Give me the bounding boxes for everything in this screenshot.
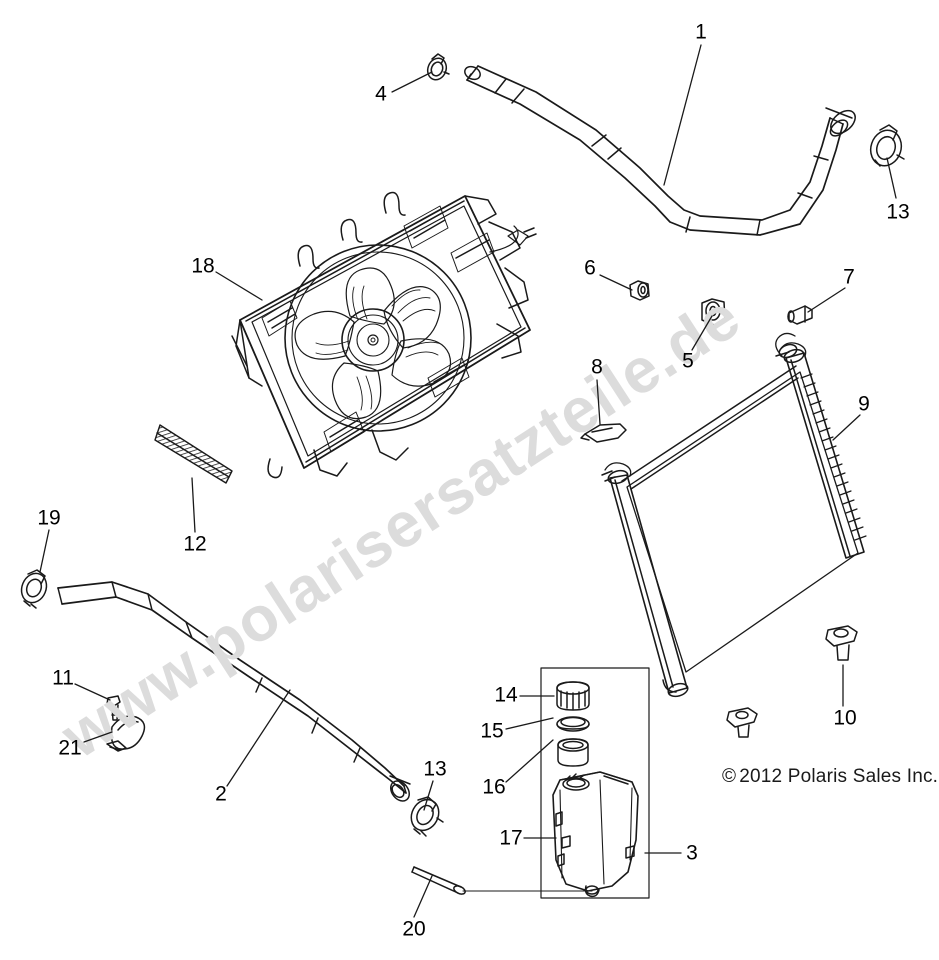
part-mounting-bracket-tab [580, 423, 627, 443]
leader-line-20 [413, 875, 433, 918]
part-hose-clamp-small [426, 53, 450, 81]
part-grommet-isolator [701, 298, 726, 326]
part-radiator-fin-guard [154, 424, 233, 484]
callout-number-6: 6 [584, 256, 596, 280]
callout-number-13a: 13 [886, 200, 910, 224]
callout-number-4: 4 [375, 82, 387, 106]
callout-number-14: 14 [494, 683, 518, 707]
leader-line-2 [226, 689, 291, 787]
part-reservoir-cap [556, 681, 590, 711]
callout-number-19: 19 [37, 506, 61, 530]
callout-number-7: 7 [843, 265, 855, 289]
leader-line-19 [39, 529, 50, 573]
callout-number-10: 10 [833, 706, 857, 730]
part-rubber-mount-bushings [726, 625, 858, 738]
part-upper-radiator-hose [464, 65, 856, 236]
callout-number-1: 1 [695, 20, 707, 44]
copyright-notice: ©2012 Polaris Sales Inc. [722, 766, 938, 788]
leader-line-1 [663, 44, 702, 186]
part-flange-nut [629, 280, 650, 301]
copyright-text: 2012 Polaris Sales Inc. [739, 766, 939, 787]
leader-line-13b [423, 780, 434, 811]
leader-line-12 [191, 477, 196, 533]
callout-number-17: 17 [499, 826, 523, 850]
part-hose-clamp-13-lower [410, 796, 444, 837]
part-overflow-vent-tube [411, 866, 593, 895]
callout-number-2: 2 [215, 782, 227, 806]
leader-line-21 [83, 731, 113, 743]
callout-number-13b: 13 [423, 757, 447, 781]
part-reservoir-group-box [540, 667, 650, 899]
leader-line-16 [505, 739, 554, 783]
leader-line-18 [215, 271, 263, 301]
leader-line-6 [599, 274, 633, 291]
part-radiator-core [601, 332, 867, 698]
part-hose-clamp-19 [20, 569, 48, 609]
callout-number-3: 3 [686, 841, 698, 865]
part-lower-radiator-hose [57, 581, 411, 802]
leader-line-11 [74, 683, 111, 701]
part-screw [106, 695, 121, 721]
callout-number-11: 11 [52, 666, 74, 690]
callout-number-16: 16 [482, 775, 506, 799]
leader-line-13a [886, 157, 897, 199]
callout-number-18: 18 [191, 254, 215, 278]
callout-number-12: 12 [183, 532, 207, 556]
leader-line-9 [832, 414, 861, 441]
callout-number-9: 9 [858, 392, 870, 416]
leader-line-8 [596, 379, 601, 425]
part-hex-flange-bolt [787, 305, 813, 325]
callout-number-21: 21 [58, 736, 82, 760]
leader-line-4 [391, 71, 433, 93]
part-cap-seal-o-ring [556, 716, 590, 732]
part-fan-shroud-assembly [231, 191, 537, 479]
copyright-symbol-icon: © [722, 766, 737, 787]
callout-number-15: 15 [480, 719, 504, 743]
part-hose-clamp-13-upper [869, 124, 905, 167]
leader-line-5 [691, 315, 713, 351]
leader-line-15 [505, 717, 554, 730]
callout-number-5: 5 [682, 349, 694, 373]
callout-number-20: 20 [402, 917, 426, 941]
part-filler-neck-collar [557, 738, 589, 767]
callout-number-8: 8 [591, 355, 603, 379]
leader-line-7 [807, 287, 846, 313]
part-recovery-bottle [552, 771, 639, 898]
part-hose-retaining-clip [106, 715, 146, 752]
